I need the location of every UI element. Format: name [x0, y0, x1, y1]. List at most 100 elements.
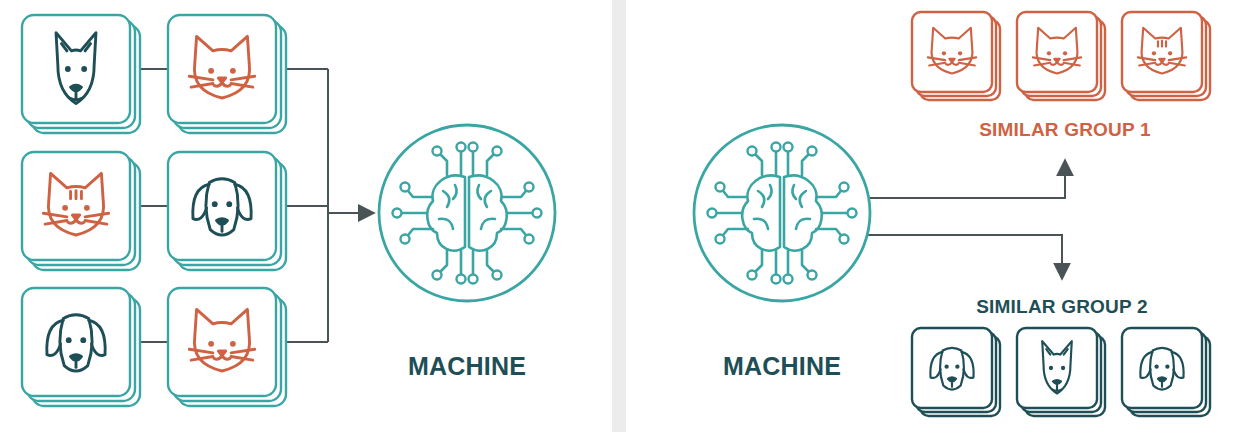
illustration-part: [230, 68, 236, 74]
illustration-part: [81, 66, 87, 72]
dog-card: [1017, 328, 1105, 416]
illustration-part: [912, 328, 992, 408]
illustration-part: [71, 85, 82, 90]
illustration-part: [1158, 41, 1166, 47]
illustration-part: [1171, 352, 1183, 378]
illustration-part: [189, 309, 254, 371]
illustration-part: [22, 288, 130, 396]
cat-card: [912, 12, 1000, 100]
brain-part: [772, 143, 781, 152]
illustration-part: [1140, 352, 1152, 378]
brain-icon: [708, 143, 857, 284]
illustration-part: [168, 15, 276, 123]
brain-part: [525, 183, 534, 192]
brain-icon: [393, 143, 542, 284]
illustration-part: [206, 179, 238, 235]
dog-card: [22, 15, 140, 133]
illustration-part: [912, 12, 992, 92]
cat-card: [168, 15, 286, 133]
illustration-part: [930, 348, 973, 390]
illustration-part: [168, 288, 276, 396]
illustration-part: [1142, 28, 1183, 74]
illustration-part: [1061, 366, 1065, 370]
brain-part: [792, 185, 810, 229]
illustration-part: [284, 205, 328, 207]
brain-part: [433, 147, 442, 156]
brain-part: [784, 275, 793, 284]
illustration-part: [1033, 57, 1081, 65]
illustration-part: [1158, 377, 1166, 381]
brain-part: [469, 275, 478, 284]
brain-part: [401, 183, 410, 192]
illustration-part: [212, 201, 218, 207]
illustration-part: [1052, 385, 1061, 390]
brain-part: [772, 275, 781, 284]
illustration-part: [230, 341, 236, 347]
illustration-part: [1047, 51, 1051, 55]
illustration-part: [1140, 348, 1183, 390]
machine-label: MACHINE: [373, 351, 561, 381]
illustration-part: [71, 191, 82, 199]
machine-circle: MACHINE: [688, 123, 876, 373]
brain-part: [840, 183, 849, 192]
illustration-part: [1138, 57, 1186, 65]
brain-part: [748, 147, 757, 156]
arrow-connector: [867, 235, 1062, 279]
group-label-box: SIMILAR GROUP 1: [975, 116, 1155, 144]
illustration-part: [22, 15, 130, 123]
machine-outline: [692, 123, 872, 303]
illustration-part: [75, 362, 78, 367]
illustration-part: [226, 201, 232, 207]
brain-part: [401, 235, 410, 244]
illustration-part: [1046, 349, 1068, 354]
illustration-part: [193, 184, 209, 219]
brain-part: [393, 209, 402, 218]
arrow-connector: [869, 160, 1065, 198]
illustration-part: [43, 213, 108, 224]
brain-part: [716, 235, 725, 244]
brain-part: [439, 185, 457, 229]
illustration-part: [1017, 328, 1097, 408]
illustration-part: [56, 33, 96, 104]
illustration-part: [1049, 366, 1053, 370]
illustration-part: [47, 320, 63, 355]
illustration-part: [66, 337, 72, 343]
illustration-part: [214, 356, 230, 360]
illustration-part: [71, 355, 82, 360]
illustration-part: [1017, 12, 1097, 92]
brain-part: [477, 185, 495, 229]
illustration-part: [932, 28, 973, 74]
illustration-part: [189, 349, 254, 360]
illustration-part: [214, 83, 230, 87]
illustration-part: [1168, 51, 1172, 55]
illustration-part: [80, 337, 86, 343]
illustration-part: [60, 315, 92, 371]
brain-part: [840, 235, 849, 244]
illustration-part: [940, 348, 964, 390]
illustration-part: [47, 315, 105, 371]
cat-card: [1122, 12, 1210, 100]
machine-circle: MACHINE: [373, 123, 561, 373]
illustration-part: [1042, 341, 1072, 393]
brain-part: [742, 176, 780, 251]
illustration-part: [948, 377, 956, 381]
illustration-part: [946, 62, 958, 65]
brain-part: [848, 209, 857, 218]
brain-part: [708, 209, 717, 218]
brain-part: [469, 176, 507, 251]
illustration-part: [189, 76, 254, 87]
illustration-part: [951, 383, 953, 387]
dog-card: [168, 152, 286, 270]
illustration-part: [1152, 51, 1156, 55]
cat-card: [168, 288, 286, 406]
illustration-part: [84, 205, 90, 211]
illustration-part: [48, 173, 103, 235]
illustration-part: [189, 36, 254, 98]
illustration-part: [1051, 62, 1063, 65]
illustration-part: [1053, 380, 1061, 384]
cat-card: [22, 152, 140, 270]
machine-outline: [377, 123, 557, 303]
brain-part: [748, 271, 757, 280]
